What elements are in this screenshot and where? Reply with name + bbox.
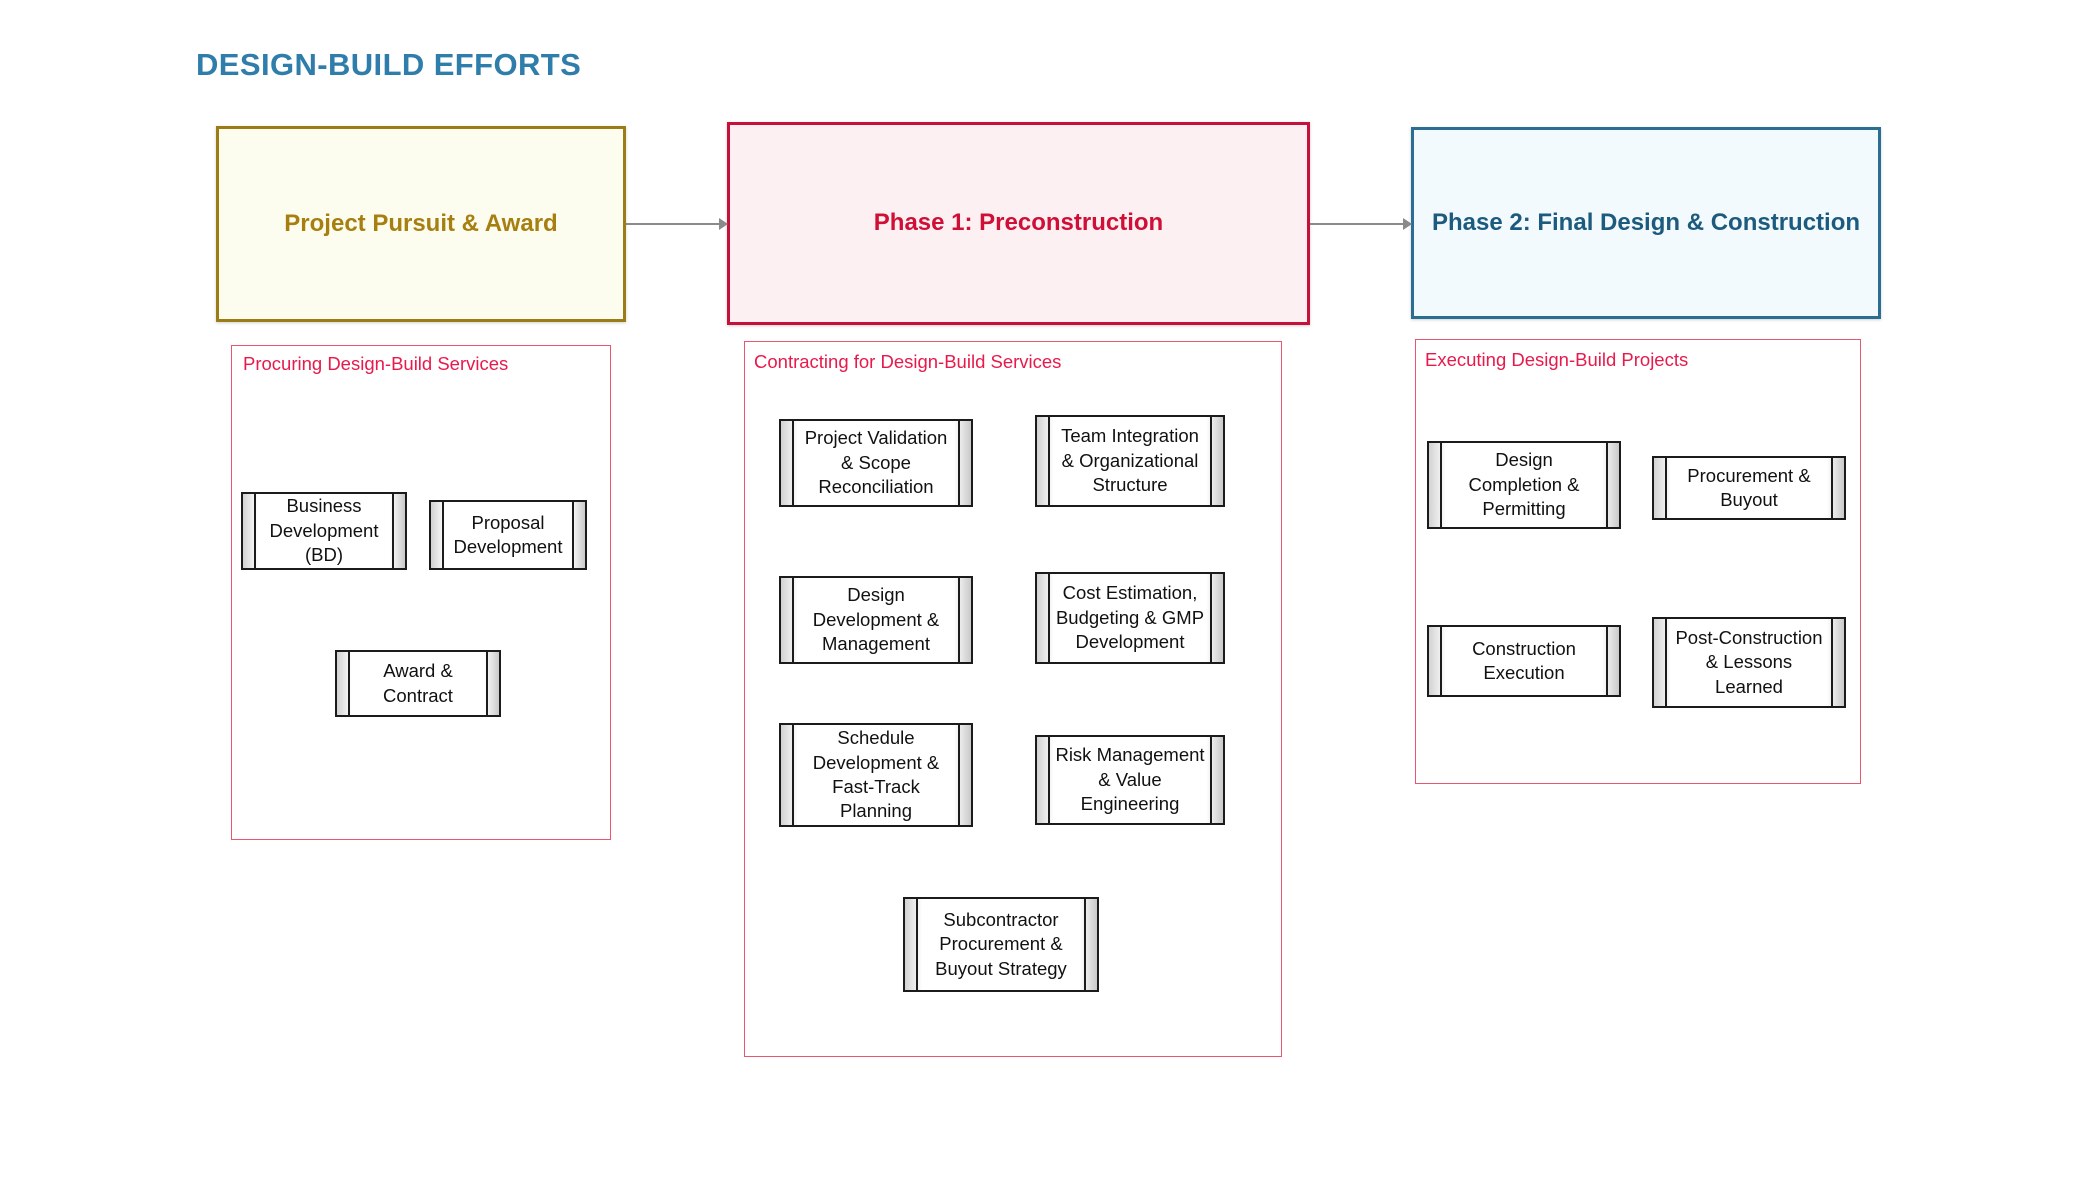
phase-label: Phase 2: Final Design & Construction: [1431, 208, 1861, 236]
group-container-procuring: [231, 345, 611, 840]
process-bar-left-icon: [1048, 417, 1051, 505]
node-schedule-development-fast-track-planning[interactable]: Schedule Development & Fast-Track Planni…: [779, 723, 973, 827]
group-label-contracting: Contracting for Design-Build Services: [754, 351, 1062, 372]
phase-box-project-pursuit-award[interactable]: Project Pursuit & Award: [216, 126, 626, 322]
process-bar-right-icon: [485, 652, 488, 715]
node-label: Team Integration & Organizational Struct…: [1061, 425, 1199, 496]
process-bar-right-icon: [957, 725, 960, 825]
process-bar-right-icon: [1083, 899, 1086, 990]
node-label: Procurement & Buyout: [1687, 464, 1811, 510]
node-project-validation-scope-reconciliation[interactable]: Project Validation & Scope Reconciliatio…: [779, 419, 973, 507]
process-bar-left-icon: [1048, 574, 1051, 662]
arrow-connector-pursuit-to-phase1: [626, 223, 727, 225]
node-risk-management-value-engineering[interactable]: Risk Management & Value Engineering: [1035, 735, 1225, 825]
page-title: DESIGN-BUILD EFFORTS: [196, 47, 582, 82]
node-label: Cost Estimation, Budgeting & GMP Develop…: [1055, 582, 1205, 653]
node-label: Schedule Development & Fast-Track Planni…: [812, 727, 940, 822]
node-award-contract[interactable]: Award & Contract: [335, 650, 501, 717]
process-bar-left-icon: [792, 421, 795, 505]
node-label: Award & Contract: [383, 660, 453, 706]
process-bar-right-icon: [571, 502, 574, 568]
node-label: Design Development & Management: [812, 584, 940, 655]
group-label-executing: Executing Design-Build Projects: [1425, 349, 1689, 370]
arrow-connector-phase1-to-phase2: [1310, 223, 1411, 225]
process-bar-right-icon: [1605, 627, 1608, 695]
node-procurement-buyout[interactable]: Procurement & Buyout: [1652, 456, 1846, 520]
process-bar-right-icon: [1209, 574, 1212, 662]
group-container-executing: [1415, 339, 1861, 784]
process-bar-right-icon: [1209, 417, 1212, 505]
group-label-procuring: Procuring Design-Build Services: [243, 353, 509, 374]
node-label: Risk Management & Value Engineering: [1055, 744, 1205, 815]
node-construction-execution[interactable]: Construction Execution: [1427, 625, 1621, 697]
process-bar-right-icon: [957, 421, 960, 505]
process-bar-right-icon: [1605, 443, 1608, 527]
process-bar-right-icon: [957, 578, 960, 662]
node-design-completion-permitting[interactable]: Design Completion & Permitting: [1427, 441, 1621, 529]
node-label: Project Validation & Scope Reconciliatio…: [804, 427, 948, 498]
node-cost-estimation-budgeting-gmp-development[interactable]: Cost Estimation, Budgeting & GMP Develop…: [1035, 572, 1225, 664]
phase-label: Project Pursuit & Award: [284, 209, 558, 237]
process-bar-left-icon: [348, 652, 351, 715]
phase-box-phase-2-final-design-construction[interactable]: Phase 2: Final Design & Construction: [1411, 127, 1881, 319]
process-bar-right-icon: [1830, 458, 1833, 518]
process-bar-left-icon: [1665, 619, 1668, 706]
process-bar-left-icon: [254, 494, 257, 568]
node-label: Construction Execution: [1472, 637, 1576, 683]
process-bar-left-icon: [442, 502, 445, 568]
process-bar-left-icon: [792, 725, 795, 825]
process-bar-right-icon: [391, 494, 394, 568]
phase-label: Phase 1: Preconstruction: [873, 209, 1164, 237]
node-design-development-management[interactable]: Design Development & Management: [779, 576, 973, 664]
node-label: Design Completion & Permitting: [1468, 449, 1580, 520]
process-bar-right-icon: [1830, 619, 1833, 706]
node-subcontractor-procurement-buyout-strategy[interactable]: Subcontractor Procurement & Buyout Strat…: [903, 897, 1099, 992]
phase-box-phase-1-preconstruction[interactable]: Phase 1: Preconstruction: [727, 122, 1310, 325]
node-team-integration-organizational-structure[interactable]: Team Integration & Organizational Struct…: [1035, 415, 1225, 507]
process-bar-left-icon: [1440, 443, 1443, 527]
process-bar-left-icon: [1665, 458, 1668, 518]
process-bar-left-icon: [916, 899, 919, 990]
process-bar-left-icon: [1048, 737, 1051, 823]
node-label: Business Development (BD): [269, 495, 379, 566]
node-proposal-development[interactable]: Proposal Development: [429, 500, 587, 570]
group-container-contracting: [744, 341, 1282, 1057]
process-bar-left-icon: [792, 578, 795, 662]
node-label: Subcontractor Procurement & Buyout Strat…: [935, 908, 1067, 979]
node-label: Proposal Development: [453, 511, 563, 557]
process-bar-left-icon: [1440, 627, 1443, 695]
process-bar-right-icon: [1209, 737, 1212, 823]
node-post-construction-lessons-learned[interactable]: Post-Construction & Lessons Learned: [1652, 617, 1846, 708]
node-business-development[interactable]: Business Development (BD): [241, 492, 407, 570]
node-label: Post-Construction & Lessons Learned: [1675, 626, 1823, 697]
